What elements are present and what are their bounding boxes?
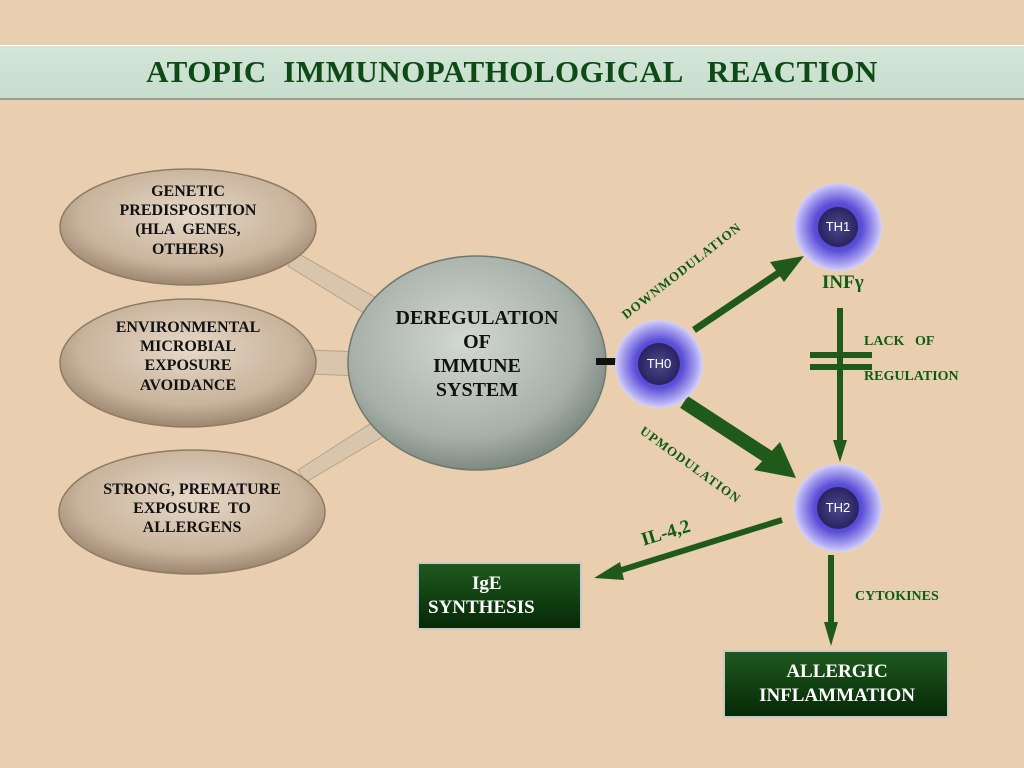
factor-line: ALLERGENS [142,519,242,537]
arrow-th0-to-th2 [680,396,796,478]
factor-oval-genetic [59,168,317,286]
center-line: IMMUNE [433,355,521,377]
arrow-th2-to-ige [594,517,783,580]
allergic-box [723,650,949,718]
cell-th0 [615,320,703,408]
center-to-th0-arrow [596,358,618,365]
center-line: DEREGULATION [395,307,559,329]
factor-line: AVOIDANCE [139,376,237,394]
arrow-th2-to-allergic [824,555,838,646]
factor-line: MICROBIAL [139,338,236,356]
ige-line-1: IgE [472,573,502,594]
ige-box [417,562,582,630]
infg-label: INFγ [822,272,864,293]
factor-line: PREDISPOSITION [119,202,257,220]
factor-line: STRONG, PREMATURE [103,481,281,498]
factor-text-genetic: GENETIC PREDISPOSITION (HLA GENES, OTHER… [80,182,296,259]
factor-text-allergens: STRONG, PREMATURE EXPOSURE TO ALLERGENS [72,480,312,538]
factor-line: ENVIRONMENTAL [115,319,261,336]
connector-allergens [297,419,385,483]
cell-th1 [794,183,882,271]
slide-title: ATOPIC IMMUNOPATHOLOGICAL REACTION [146,54,878,89]
factor-oval-environmental [59,298,317,428]
factor-oval-allergens [58,449,326,575]
cell-th2 [794,464,882,552]
factor-line: OTHERS) [151,240,224,258]
arrow-th1-to-th2 [833,308,847,462]
factor-text-environmental: ENVIRONMENTAL MICROBIAL EXPOSURE AVOIDAN… [80,318,296,395]
allergic-box-text: ALLERGIC INFLAMMATION [734,660,940,708]
block-marks [810,352,872,370]
arrow-th0-to-th1 [692,256,804,333]
center-line: OF [463,331,491,353]
factor-line: GENETIC [151,183,225,200]
regulation-label: REGULATION [864,369,959,384]
allergic-line-2: INFLAMMATION [759,684,915,706]
lack-of-label: LACK OF [864,334,935,349]
allergic-line-1: ALLERGIC [786,661,888,682]
cytokines-label: CYTOKINES [855,589,939,604]
ige-line-2: SYNTHESIS [428,596,535,618]
factor-line: EXPOSURE [144,357,232,375]
title-band: ATOPIC IMMUNOPATHOLOGICAL REACTION [0,45,1024,100]
factor-line: (HLA GENES, [135,221,241,239]
ige-box-text: IgE SYNTHESIS [428,572,578,620]
factor-line: EXPOSURE TO [133,500,251,518]
th2-label: TH2 [825,500,851,515]
center-line: SYSTEM [435,379,519,401]
th0-label: TH0 [646,356,672,371]
center-text: DEREGULATION OF IMMUNE SYSTEM [367,306,587,402]
th1-label: TH1 [825,219,851,234]
